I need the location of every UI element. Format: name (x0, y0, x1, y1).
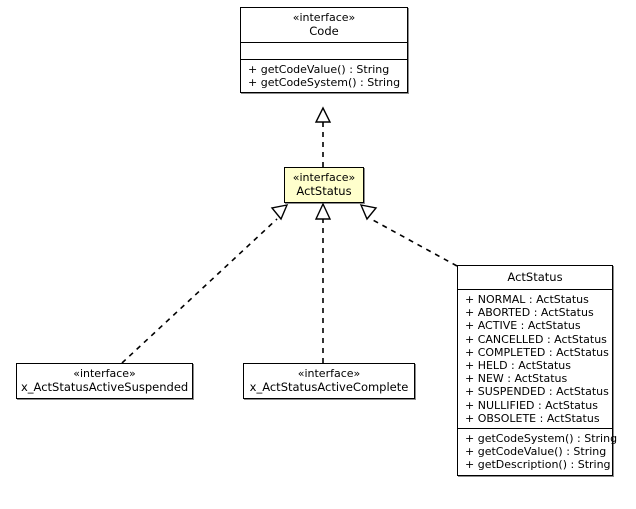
operation-item: + getDescription() : String (465, 458, 611, 472)
hollow-triangle-arrowhead (270, 204, 289, 221)
class-header: «interface» Code (241, 8, 407, 42)
operation-item: + getCodeSystem() : String (248, 76, 401, 90)
attributes-compartment (241, 42, 407, 59)
connector-complete-to-actstatus (314, 202, 332, 363)
stereotype-label: «interface» (292, 11, 356, 24)
class-node-x-actstatusactivecomplete[interactable]: «interface» x_ActStatusActiveComplete (243, 363, 415, 399)
connector-actstatus-to-code (314, 106, 332, 167)
operations-compartment: + getCodeSystem() : String + getCodeValu… (458, 428, 618, 475)
attribute-item: + NULLIFIED : ActStatus (465, 398, 598, 412)
class-header: «interface» x_ActStatusActiveSuspended (17, 364, 192, 398)
class-node-actstatus-class[interactable]: ActStatus + NORMAL : ActStatus + ABORTED… (457, 265, 618, 476)
attribute-item: + NEW : ActStatus (465, 372, 568, 386)
class-name-label: x_ActStatusActiveSuspended (21, 380, 189, 394)
attribute-item: + CANCELLED : ActStatus (465, 332, 607, 346)
stereotype-label: «interface» (73, 367, 136, 380)
class-node-actstatus-interface[interactable]: «interface» ActStatus (284, 167, 364, 203)
attribute-item: + NORMAL : ActStatus (465, 293, 589, 306)
connector-suspended-to-actstatus (121, 204, 289, 364)
class-header: «interface» ActStatus (285, 168, 363, 202)
operation-item: + getCodeSystem() : String (465, 432, 618, 446)
class-name-label: ActStatus (507, 270, 563, 284)
class-node-x-actstatusactivesuspended[interactable]: «interface» x_ActStatusActiveSuspended (16, 363, 193, 399)
operation-item: + getCodeValue() : String (465, 445, 607, 459)
hollow-triangle-arrowhead (314, 202, 332, 220)
connector-line (121, 218, 278, 364)
attribute-item: + HELD : ActStatus (465, 359, 571, 373)
class-node-code[interactable]: «interface» Code + getCodeValue() : Stri… (240, 7, 408, 94)
attribute-item: + COMPLETED : ActStatus (465, 345, 609, 359)
stereotype-label: «interface» (292, 171, 356, 184)
hollow-triangle-arrowhead (359, 204, 378, 221)
class-name-label: ActStatus (296, 184, 352, 198)
attribute-item: + OBSOLETE : ActStatus (465, 411, 600, 425)
attribute-item: + SUSPENDED : ActStatus (465, 385, 609, 399)
attributes-compartment: + NORMAL : ActStatus + ABORTED : ActStat… (458, 289, 612, 428)
attribute-item: + ACTIVE : ActStatus (465, 319, 581, 333)
class-header: «interface» x_ActStatusActiveComplete (244, 364, 414, 398)
operation-item: + getCodeValue() : String (248, 63, 390, 76)
stereotype-label: «interface» (297, 367, 361, 380)
attribute-item: + ABORTED : ActStatus (465, 306, 594, 320)
class-header: ActStatus (458, 266, 612, 289)
connector-actstatusclass-to-actstatus (359, 204, 458, 267)
hollow-triangle-arrowhead (314, 106, 332, 123)
class-name-label: x_ActStatusActiveComplete (249, 380, 409, 394)
class-name-label: Code (309, 24, 339, 38)
operations-compartment: + getCodeValue() : String + getCodeSyste… (241, 59, 407, 92)
connector-line (370, 218, 458, 267)
